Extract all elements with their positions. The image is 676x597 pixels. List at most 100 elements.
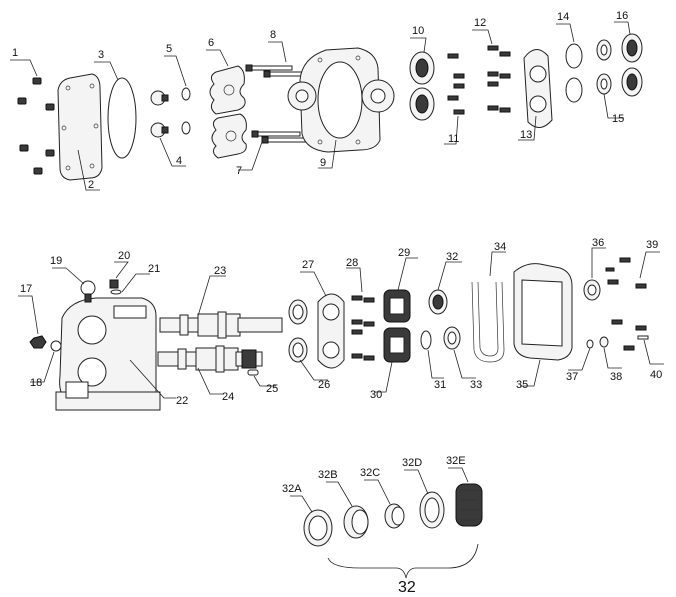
label-5: 5 [166, 43, 172, 55]
label-27: 27 [302, 259, 314, 271]
label-32C: 32C [360, 467, 380, 479]
label-32D: 32D [402, 457, 422, 469]
callout-33: 33 [453, 349, 482, 391]
callout-4: 4 [159, 137, 186, 167]
part-25-key [247, 369, 259, 376]
callout-16: 16 [614, 10, 631, 35]
callout-12: 12 [472, 17, 493, 45]
label-2: 2 [88, 179, 94, 191]
label-8: 8 [270, 29, 276, 41]
part-8-bolts [245, 64, 309, 78]
callout-14: 14 [556, 11, 575, 43]
label-37: 37 [566, 371, 578, 383]
part-30-gear [383, 327, 411, 363]
callout-20: 20 [114, 250, 130, 279]
callout-32E: 32E [446, 455, 469, 483]
callout-35: 35 [516, 359, 541, 391]
callout-40: 40 [643, 339, 664, 381]
label-31: 31 [434, 379, 446, 391]
label-13: 13 [520, 129, 532, 141]
part-16-bearing-caps [621, 33, 643, 97]
label-10: 10 [412, 25, 424, 37]
part-38-washer [599, 336, 609, 348]
part-31-circlip [420, 330, 432, 350]
label-32B: 32B [318, 469, 338, 481]
label-1: 1 [12, 47, 18, 59]
part-32E-roller-set [455, 483, 483, 527]
part-29-gear [383, 289, 411, 323]
callout-1: 1 [10, 47, 38, 77]
callout-9: 9 [318, 139, 337, 169]
part-11-screws [447, 53, 465, 115]
part-19-eye-bolt [80, 280, 96, 303]
callout-24: 24 [197, 367, 234, 403]
part-1-screws [17, 77, 55, 175]
part-3-gasket [107, 77, 137, 159]
label-21: 21 [148, 263, 160, 275]
part-9-pump-body [287, 47, 395, 153]
callout-15: 15 [603, 93, 624, 125]
label-4: 4 [176, 155, 182, 167]
part-32B-sleeve [343, 505, 369, 539]
callout-36: 36 [591, 237, 606, 278]
label-25: 25 [266, 383, 278, 395]
callout-10: 10 [410, 25, 427, 53]
label-3: 3 [98, 49, 104, 61]
callout-11: 11 [444, 115, 459, 145]
part-4-5-rotor-nuts [150, 87, 191, 138]
callout-18: 18 [30, 351, 55, 389]
callout-13: 13 [518, 115, 537, 141]
label-34: 34 [494, 241, 506, 253]
callout-34: 34 [489, 241, 506, 277]
part-32C-inner-race [384, 503, 405, 529]
label-11: 11 [448, 133, 459, 145]
callout-31: 31 [427, 349, 446, 391]
part-39-screws [605, 257, 647, 289]
label-33: 33 [470, 379, 482, 391]
callout-3: 3 [94, 49, 119, 81]
callout-30: 30 [370, 361, 393, 401]
part-17-plug [29, 335, 47, 349]
part-6-rotors [209, 65, 247, 159]
label-29: 29 [398, 247, 410, 259]
label-38: 38 [610, 371, 622, 383]
part-2-end-cover [57, 73, 103, 181]
label-15: 15 [612, 113, 624, 125]
part-10-seals [409, 51, 435, 121]
label-24: 24 [222, 391, 234, 403]
label-9: 9 [320, 157, 326, 169]
part-32A-outer-ring [303, 509, 333, 547]
part-15-rings [596, 39, 612, 95]
callout-32C: 32C [360, 467, 391, 505]
label-32A: 32A [282, 483, 302, 495]
callout-27: 27 [300, 259, 327, 297]
label-22: 22 [176, 395, 188, 407]
part-14-o-rings [565, 43, 583, 103]
callout-22: 22 [129, 359, 188, 407]
label-40: 40 [650, 369, 662, 381]
label-26: 26 [318, 379, 330, 391]
callout-32A: 32A [282, 483, 313, 513]
callout-6: 6 [206, 37, 229, 67]
part-37-washer [586, 339, 594, 349]
part-33-ring [443, 326, 461, 350]
callout-39: 39 [639, 239, 660, 279]
label-23: 23 [214, 265, 226, 277]
callout-5: 5 [164, 43, 187, 87]
label-14: 14 [557, 11, 569, 23]
callout-25: 25 [253, 375, 278, 395]
group-32-bracket: 32 [327, 543, 479, 596]
label-30: 30 [370, 389, 382, 401]
part-28-screws [351, 295, 375, 361]
label-7: 7 [236, 165, 242, 177]
part-23-drive-shaft [159, 311, 283, 339]
part-26-bearings [288, 299, 308, 363]
part-12-screws [487, 45, 511, 113]
part-36-seal [583, 279, 601, 301]
label-32E: 32E [446, 455, 466, 467]
callout-26: 26 [299, 359, 330, 391]
label-36: 36 [592, 237, 604, 249]
label-18: 18 [30, 377, 42, 389]
callout-28: 28 [346, 257, 363, 293]
label-35: 35 [516, 379, 528, 391]
